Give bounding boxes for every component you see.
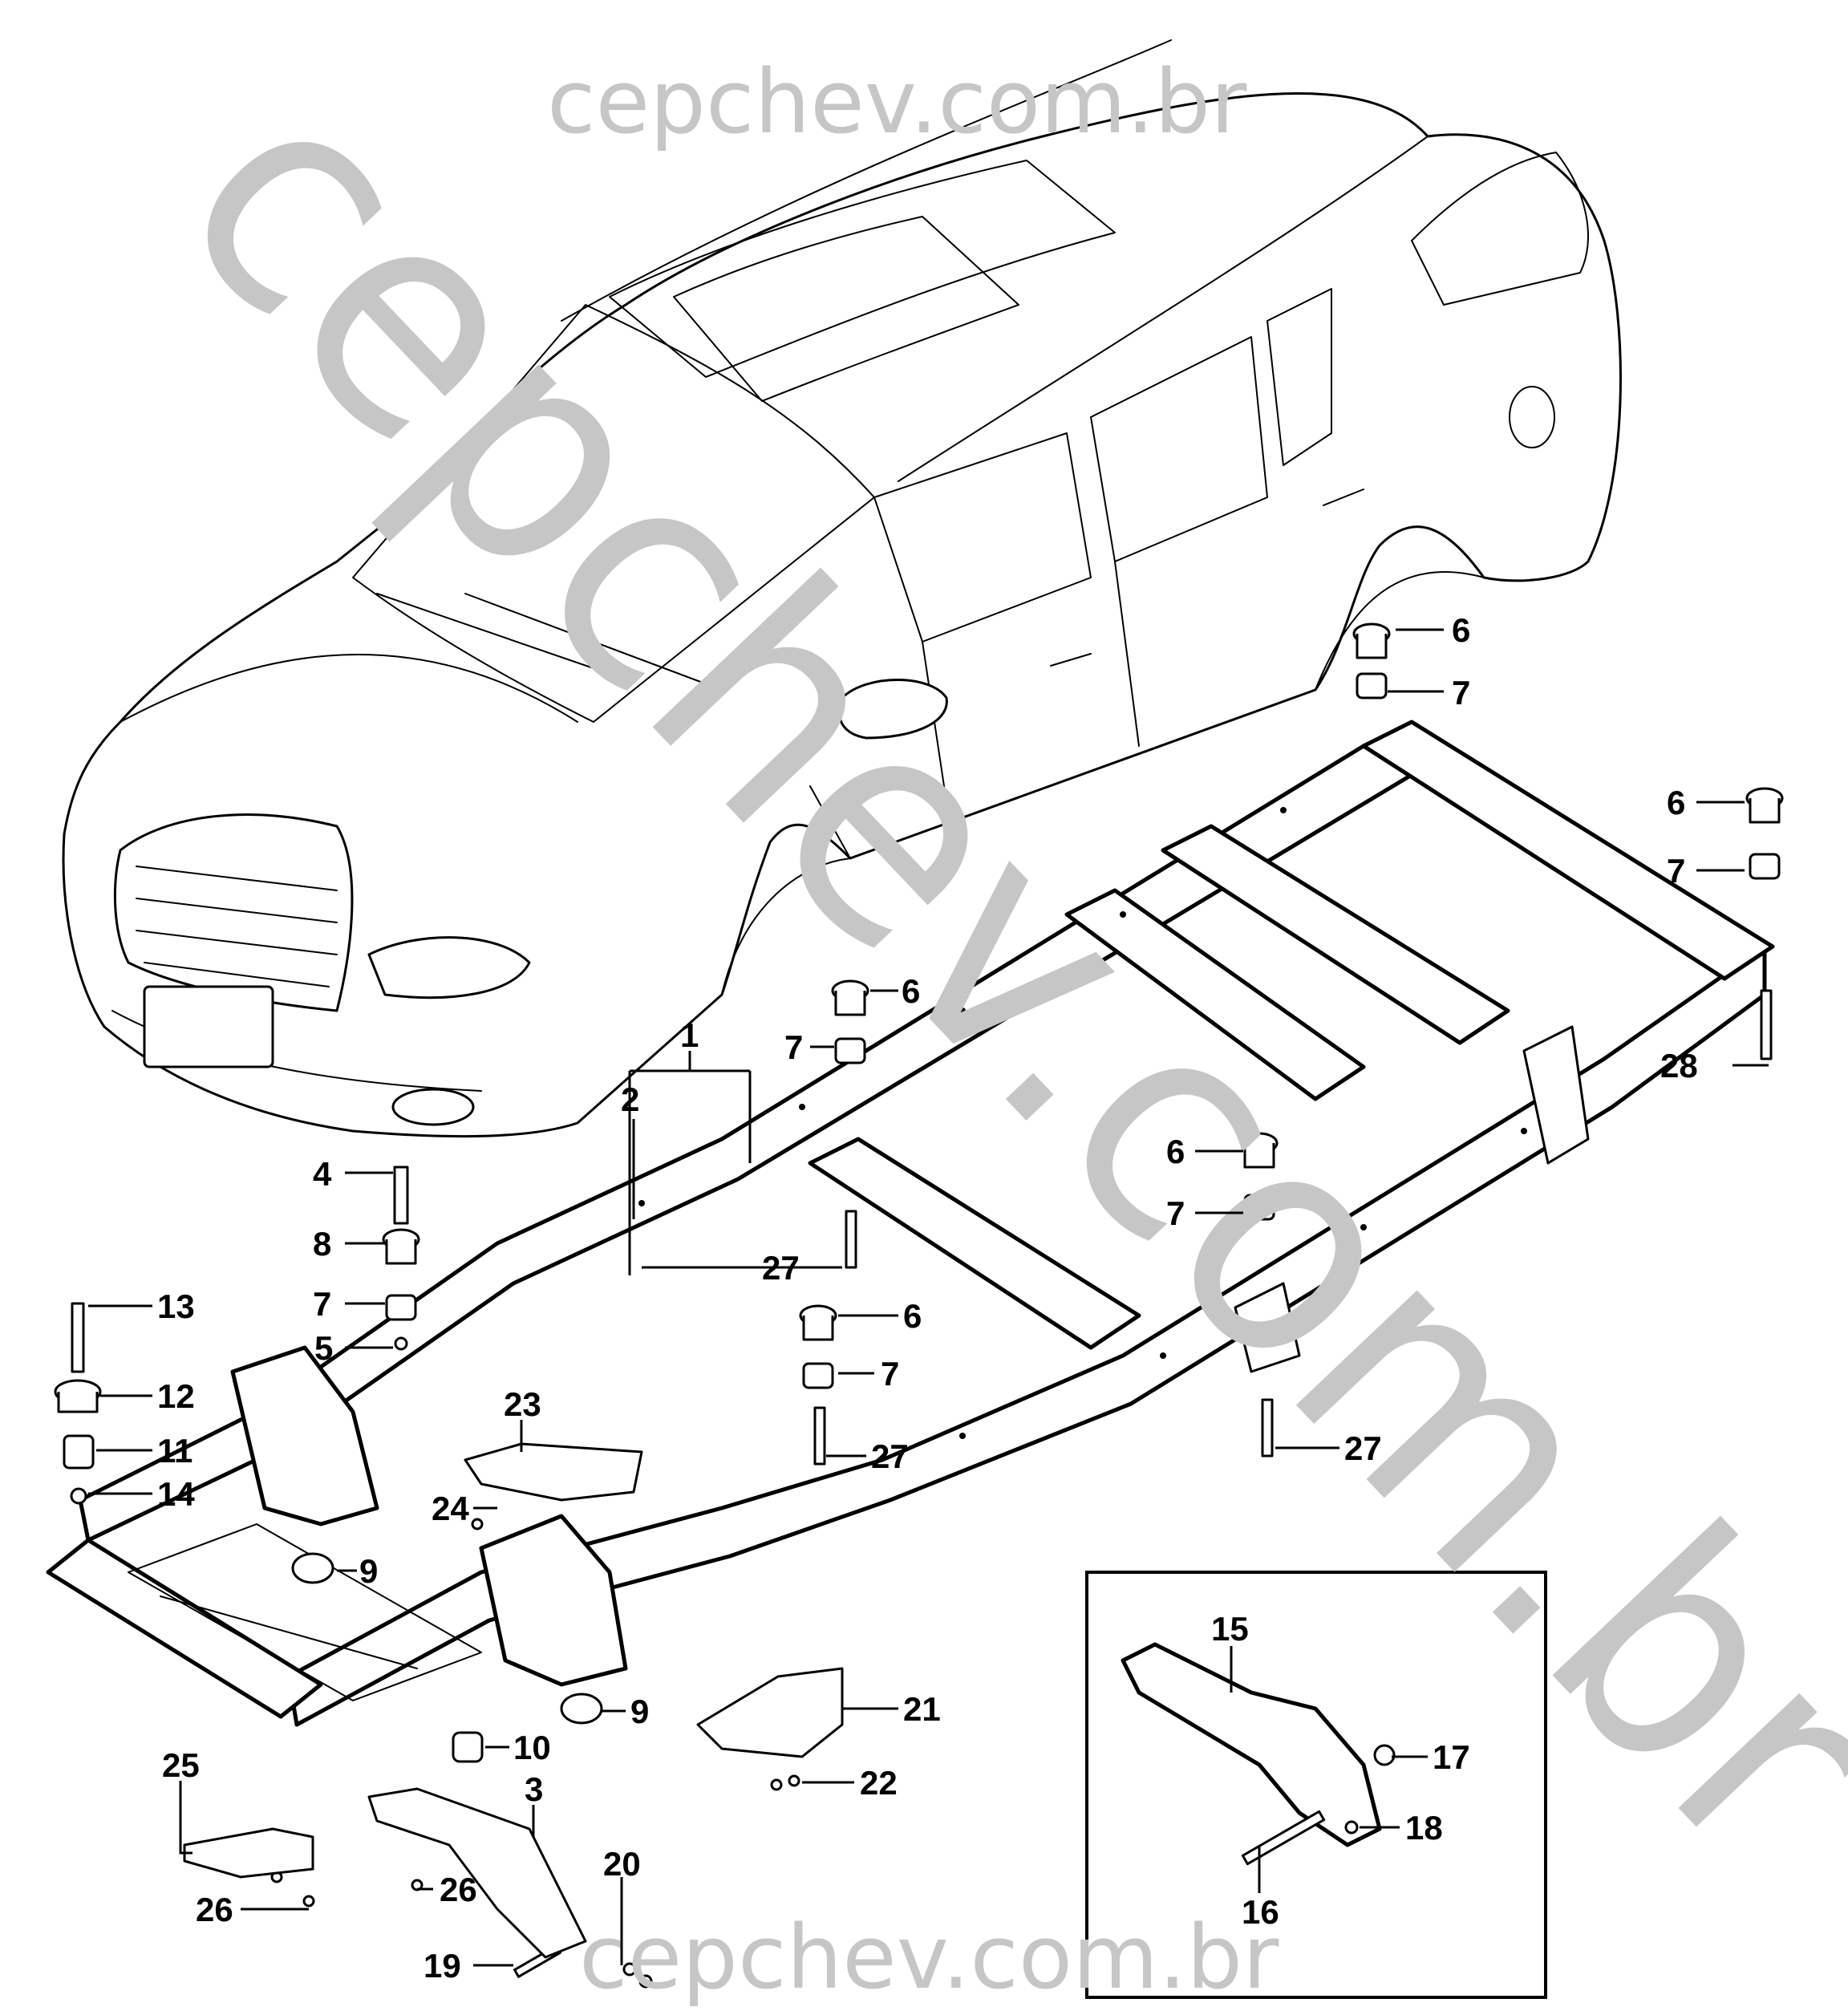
callout-18: 18	[1405, 1809, 1443, 1847]
callout-19: 19	[424, 1947, 461, 1985]
callout-25: 25	[162, 1746, 200, 1784]
callout-7e: 7	[313, 1285, 331, 1323]
callout-27a: 27	[762, 1249, 800, 1287]
shield-21	[696, 1667, 844, 1758]
mount-parts	[54, 622, 1784, 1989]
callout-9a: 9	[359, 1552, 378, 1590]
callout-27c: 27	[1344, 1429, 1382, 1467]
callout-22: 22	[860, 1764, 898, 1802]
callout-7f: 7	[881, 1355, 899, 1393]
watermark-bottom: cepchev.com.br	[579, 1906, 1279, 2009]
callout-7a: 7	[1452, 674, 1470, 712]
callout-10: 10	[513, 1729, 551, 1766]
callout-13: 13	[157, 1287, 195, 1325]
callout-6c: 6	[902, 972, 920, 1010]
callout-8: 8	[313, 1225, 331, 1263]
callout-20: 20	[603, 1845, 641, 1883]
callout-11: 11	[157, 1432, 192, 1470]
watermark-top: cepchev.com.br	[547, 51, 1247, 153]
brace-23	[464, 1442, 643, 1502]
callout-16: 16	[1242, 1893, 1279, 1931]
callout-6d: 6	[1166, 1133, 1185, 1170]
callout-27b: 27	[871, 1437, 909, 1475]
detail-inset	[1085, 1571, 1547, 1999]
callout-26b: 26	[196, 1891, 233, 1928]
callout-14: 14	[157, 1475, 195, 1513]
callout-28: 28	[1660, 1047, 1698, 1085]
callout-1: 1	[680, 1016, 699, 1054]
callout-17: 17	[1433, 1738, 1470, 1776]
frame-holes	[638, 807, 1527, 1439]
callout-4: 4	[313, 1155, 332, 1193]
callout-12: 12	[157, 1377, 195, 1415]
callout-26a: 26	[440, 1871, 477, 1908]
callout-23: 23	[504, 1385, 541, 1423]
callout-7b: 7	[1667, 852, 1685, 890]
callout-15: 15	[1211, 1610, 1249, 1648]
callout-7d: 7	[1166, 1194, 1185, 1232]
callout-21: 21	[903, 1690, 941, 1728]
leader-lines	[88, 628, 1769, 1967]
callout-3: 3	[525, 1770, 543, 1808]
bracket-25	[183, 1827, 314, 1879]
callout-6e: 6	[903, 1297, 922, 1335]
callout-2: 2	[621, 1080, 639, 1118]
callout-9b: 9	[630, 1693, 649, 1730]
crossmember-3	[367, 1787, 587, 1959]
callout-labels: 1 2 3 4 5 6 6 6 6 6 7 7 7 7 7 7 8 9 9 10…	[157, 611, 1698, 1985]
callout-7c: 7	[784, 1028, 803, 1066]
callout-5: 5	[314, 1329, 333, 1367]
vehicle-body-illustration	[62, 39, 1622, 1138]
callout-6b: 6	[1667, 784, 1685, 821]
callout-6a: 6	[1452, 611, 1470, 649]
callout-24: 24	[432, 1490, 469, 1527]
